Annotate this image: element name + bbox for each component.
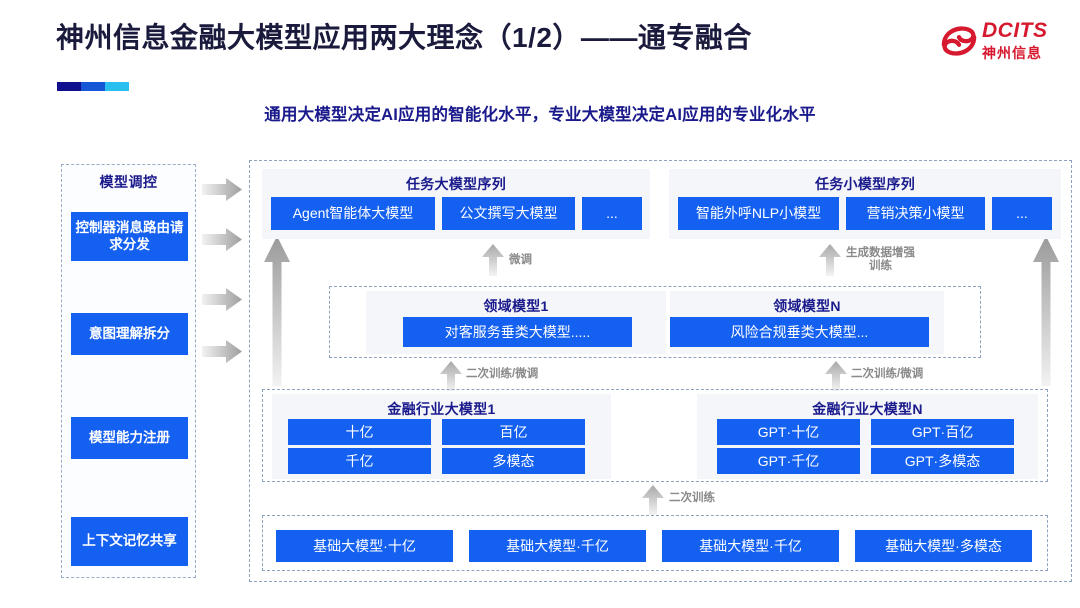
domain-model-n-box-1[interactable]: 风险合规垂类大模型... xyxy=(670,317,929,347)
page-title: 神州信息金融大模型应用两大理念（1/2）——通专融合 xyxy=(56,22,752,53)
domain-model-n-panel: 领域模型N 风险合规垂类大模型... xyxy=(670,291,944,354)
task-small-model-box-2[interactable]: 营销决策小模型 xyxy=(846,197,985,230)
flow-arrow-right-4 xyxy=(202,340,242,363)
industry-model-1-title: 金融行业大模型1 xyxy=(387,401,496,417)
flow-arrow-up-data-augmentation xyxy=(819,244,841,276)
flow-arrow-right-2 xyxy=(202,228,242,251)
task-large-model-box-3[interactable]: ... xyxy=(582,197,642,230)
task-small-model-title: 任务小模型序列 xyxy=(814,176,916,192)
domain-model-1-box-1[interactable]: 对客服务垂类大模型..... xyxy=(403,317,632,347)
domain-model-1-panel: 领域模型1 对客服务垂类大模型..... xyxy=(366,291,666,354)
base-model-box-4[interactable]: 基础大模型·多模态 xyxy=(855,530,1032,562)
industry-model-n-box-3[interactable]: GPT·千亿 xyxy=(717,448,860,474)
industry-model-1-box-1[interactable]: 十亿 xyxy=(288,419,431,445)
accent-segment-1 xyxy=(57,82,81,91)
flow-label-data-augmentation-line2: 训练 xyxy=(869,260,892,273)
accent-bar xyxy=(57,82,129,91)
sidebar-title: 模型调控 xyxy=(99,174,158,190)
logo-en-text: DCITS xyxy=(982,19,1048,42)
flow-arrow-up-finetune xyxy=(482,244,504,276)
sidebar-item-context-memory[interactable]: 上下文记忆共享 xyxy=(71,517,188,566)
logo-text: DCITS 神州信息 xyxy=(982,20,1048,60)
base-model-box-2[interactable]: 基础大模型·千亿 xyxy=(469,530,646,562)
domain-model-n-title: 领域模型N xyxy=(773,298,841,314)
industry-model-n-box-1[interactable]: GPT·十亿 xyxy=(717,419,860,445)
subtitle: 通用大模型决定AI应用的智能化水平，专业大模型决定AI应用的专业化水平 xyxy=(264,106,816,124)
industry-model-1-box-4[interactable]: 多模态 xyxy=(442,448,585,474)
industry-model-1-panel: 金融行业大模型1 十亿 百亿 千亿 多模态 xyxy=(272,394,611,479)
sidebar-item-intent-understanding[interactable]: 意图理解拆分 xyxy=(71,313,188,355)
industry-model-1-box-3[interactable]: 千亿 xyxy=(288,448,431,474)
flow-arrow-up-right-tall xyxy=(1033,236,1059,386)
dcits-swirl-icon xyxy=(940,24,978,58)
task-large-model-box-2[interactable]: 公文撰写大模型 xyxy=(442,197,575,230)
flow-arrow-up-retrain xyxy=(642,485,664,515)
flow-label-data-augmentation-line1: 生成数据增强 xyxy=(846,247,915,259)
base-model-box-3[interactable]: 基础大模型·千亿 xyxy=(662,530,839,562)
industry-model-n-title: 金融行业大模型N xyxy=(812,401,923,417)
industry-model-n-panel: 金融行业大模型N GPT·十亿 GPT·百亿 GPT·千亿 GPT·多模态 xyxy=(697,394,1038,479)
sidebar-item-capability-registry[interactable]: 模型能力注册 xyxy=(71,417,188,459)
accent-segment-2 xyxy=(80,82,105,91)
base-layer-frame: 基础大模型·十亿 基础大模型·千亿 基础大模型·千亿 基础大模型·多模态 xyxy=(262,515,1048,571)
flow-arrow-up-retrain-finetune-left xyxy=(440,361,462,391)
sidebar-item-controller-routing[interactable]: 控制器消息路由请求分发 xyxy=(71,212,188,261)
brand-logo: DCITS 神州信息 xyxy=(940,18,1066,70)
flow-label-retrain: 二次训练 xyxy=(669,492,715,504)
flow-arrow-right-1 xyxy=(202,178,242,201)
base-model-box-1[interactable]: 基础大模型·十亿 xyxy=(276,530,453,562)
task-small-model-box-1[interactable]: 智能外呼NLP小模型 xyxy=(678,197,839,230)
flow-label-retrain-finetune-left: 二次训练/微调 xyxy=(466,368,539,380)
flow-label-finetune: 微调 xyxy=(509,254,532,266)
architecture-diagram: 任务大模型序列 Agent智能体大模型 公文撰写大模型 ... 任务小模型序列 … xyxy=(249,160,1072,582)
flow-label-data-augmentation: 生成数据增强 训练 xyxy=(846,247,915,273)
industry-model-n-box-2[interactable]: GPT·百亿 xyxy=(871,419,1014,445)
flow-label-retrain-finetune-right: 二次训练/微调 xyxy=(851,368,924,380)
task-large-model-title: 任务大模型序列 xyxy=(405,176,507,192)
industry-model-1-box-2[interactable]: 百亿 xyxy=(442,419,585,445)
task-large-model-panel: 任务大模型序列 Agent智能体大模型 公文撰写大模型 ... xyxy=(262,169,650,239)
domain-model-1-title: 领域模型1 xyxy=(483,298,549,314)
industry-layer-frame: 金融行业大模型1 十亿 百亿 千亿 多模态 金融行业大模型N GPT·十亿 GP… xyxy=(262,389,1048,482)
domain-layer-frame: 领域模型1 对客服务垂类大模型..... 领域模型N 风险合规垂类大模型... xyxy=(329,286,981,358)
accent-segment-3 xyxy=(104,82,129,91)
industry-model-n-box-4[interactable]: GPT·多模态 xyxy=(871,448,1014,474)
logo-cn-text: 神州信息 xyxy=(982,45,1042,61)
task-small-model-panel: 任务小模型序列 智能外呼NLP小模型 营销决策小模型 ... xyxy=(669,169,1061,239)
task-small-model-box-3[interactable]: ... xyxy=(992,197,1052,230)
flow-arrow-up-left-tall xyxy=(264,236,290,386)
task-large-model-box-1[interactable]: Agent智能体大模型 xyxy=(271,197,435,230)
flow-arrow-up-retrain-finetune-right xyxy=(825,361,847,391)
sidebar-panel: 模型调控 控制器消息路由请求分发 意图理解拆分 模型能力注册 上下文记忆共享 xyxy=(61,164,196,578)
flow-arrow-right-3 xyxy=(202,288,242,311)
